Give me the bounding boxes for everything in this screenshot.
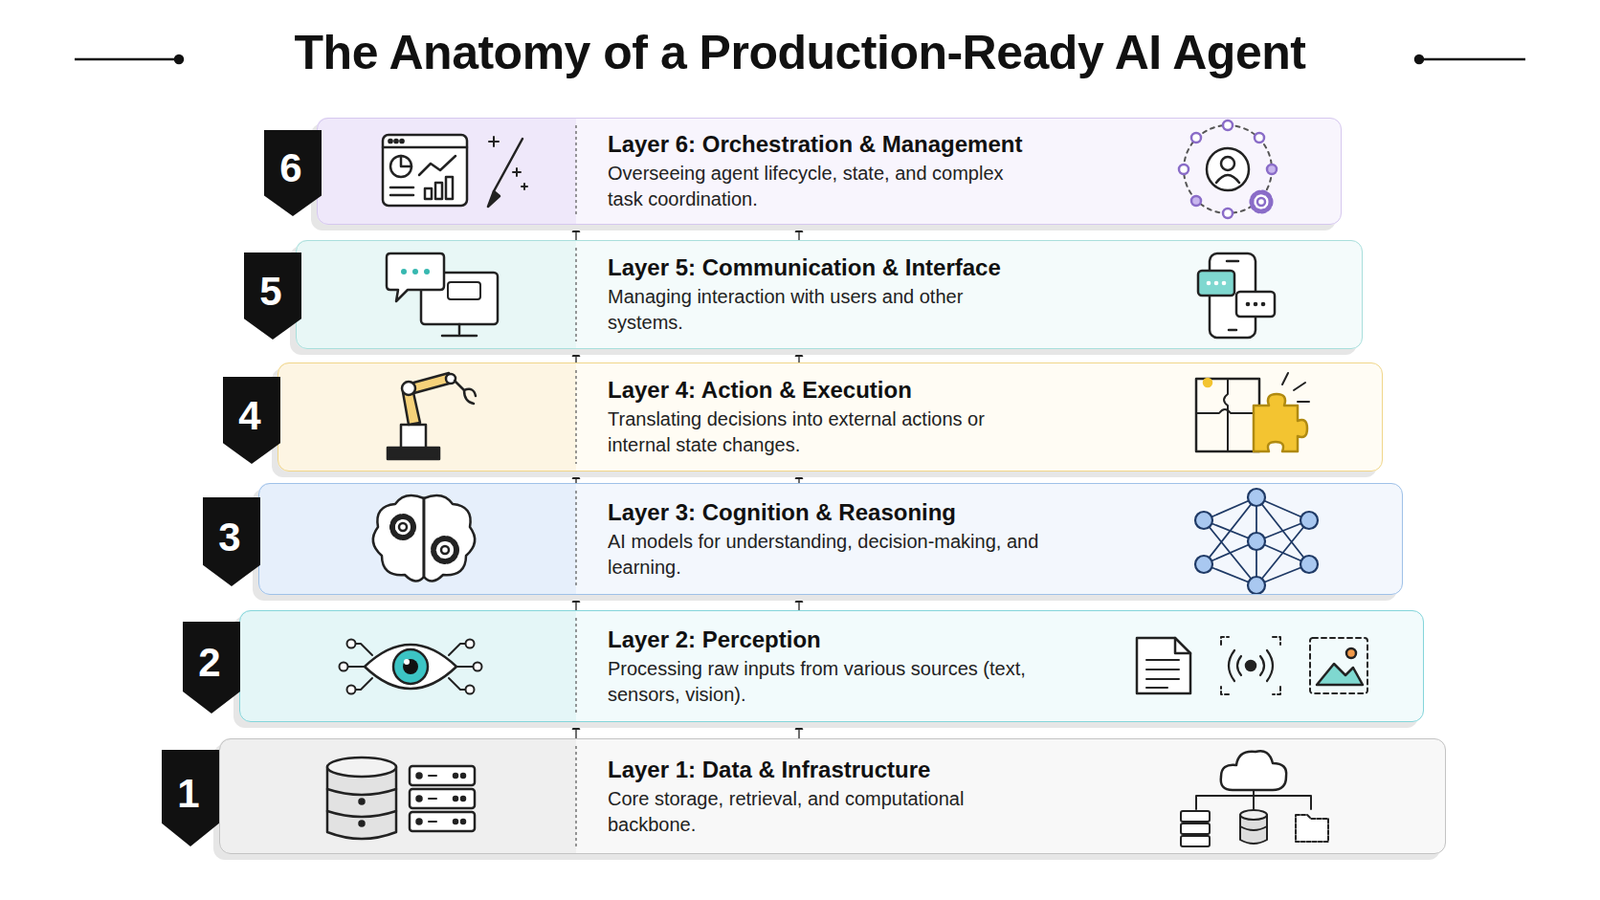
brush-icon: [488, 136, 528, 207]
band-divider: [575, 247, 577, 342]
image-icon: [1310, 638, 1368, 694]
band-tint: [239, 610, 577, 723]
layer-arrow: [798, 224, 800, 241]
phone-chat-icon: [1198, 253, 1275, 338]
layer-arrow: [575, 595, 577, 611]
chat-monitor-icon: [386, 253, 498, 336]
database-icon: [327, 757, 397, 840]
band-divider: [575, 125, 577, 218]
layer-band: Layer 1: Data & InfrastructureCore stora…: [219, 738, 1446, 855]
document-icon: [1136, 638, 1191, 694]
band-divider: [575, 746, 577, 847]
neural-network-icon: [1195, 488, 1318, 595]
layer-arrow: [798, 349, 800, 363]
band-tint: [219, 738, 577, 855]
layer-heading: Layer 5: Communication & Interface: [607, 253, 1044, 283]
layer-number-badge: 3: [199, 497, 261, 587]
layer-number-badge: 6: [260, 130, 322, 217]
layer-heading: Layer 1: Data & Infrastructure: [607, 755, 1044, 785]
layer-text: Layer 1: Data & InfrastructureCore stora…: [607, 755, 1044, 839]
brain-icon: [373, 495, 475, 581]
badge-fill: [202, 497, 261, 587]
dashboard-icon: [382, 134, 467, 206]
cloud-network-icon: [1180, 751, 1329, 847]
layer-band: Layer 5: Communication & InterfaceManagi…: [295, 240, 1363, 350]
layer-description: Managing interaction with users and othe…: [607, 284, 1044, 336]
puzzle-icon: [1196, 373, 1310, 452]
signal-icon: [1221, 637, 1281, 695]
layer-text: Layer 2: PerceptionProcessing raw inputs…: [607, 625, 1044, 709]
band-fill: [258, 483, 1403, 596]
layer-heading: Layer 4: Action & Execution: [607, 376, 1044, 405]
layer-band: Layer 4: Action & ExecutionTranslating d…: [277, 362, 1383, 472]
layer-description: Overseeing agent lifecycle, state, and c…: [607, 160, 1044, 213]
badge-fill: [222, 377, 281, 465]
orchestration-icon: [1178, 120, 1277, 219]
badge-fill: [161, 750, 220, 847]
band-tint: [316, 117, 577, 225]
server-icon: [409, 766, 475, 832]
band-fills: [219, 117, 1446, 855]
band-tint: [295, 240, 577, 350]
layer-heading: Layer 2: Perception: [607, 625, 1044, 655]
layer-number: 1: [177, 771, 200, 818]
band-fill: [277, 362, 1383, 472]
band-fill: [219, 738, 1446, 855]
layer-heading: Layer 3: Cognition & Reasoning: [607, 498, 1044, 528]
layer-arrow: [575, 471, 577, 484]
layer-number-badge: 4: [219, 377, 281, 465]
layer-number: 6: [279, 145, 302, 192]
badge-fill: [182, 622, 241, 714]
layer-band: Layer 6: Orchestration & ManagementOvers…: [316, 117, 1342, 225]
layer-arrow: [798, 722, 800, 739]
band-tint: [277, 362, 577, 472]
layer-number-badge: 5: [240, 252, 302, 340]
diagram-title: The Anatomy of a Production-Ready AI Age…: [0, 24, 1600, 81]
band-tint: [258, 483, 577, 596]
layer-text: Layer 6: Orchestration & ManagementOvers…: [607, 130, 1044, 213]
layer-description: Translating decisions into external acti…: [607, 406, 1044, 459]
band-divider: [575, 618, 577, 715]
band-fill: [239, 610, 1424, 723]
layer-number: 3: [218, 514, 241, 561]
layer-arrow: [798, 595, 800, 611]
band-divider: [575, 490, 577, 588]
band-divider: [575, 370, 577, 465]
layer-number: 5: [259, 268, 282, 315]
layer-band: Layer 2: PerceptionProcessing raw inputs…: [239, 610, 1424, 723]
layer-number-badge: 1: [157, 750, 220, 847]
layer-band: Layer 3: Cognition & ReasoningAI models …: [258, 483, 1403, 596]
layer-description: AI models for understanding, decision-ma…: [607, 529, 1044, 581]
robot-arm-icon: [387, 373, 476, 460]
layer-text: Layer 3: Cognition & ReasoningAI models …: [607, 498, 1044, 581]
layer-number-badge: 2: [178, 622, 241, 714]
layer-description: Core storage, retrieval, and computation…: [607, 786, 1044, 839]
layer-text: Layer 5: Communication & InterfaceManagi…: [607, 253, 1044, 336]
layer-heading: Layer 6: Orchestration & Management: [607, 130, 1044, 159]
badge-fill: [244, 252, 302, 340]
eye-icon: [339, 640, 483, 695]
layer-description: Processing raw inputs from various sourc…: [607, 656, 1044, 709]
layer-arrow: [798, 471, 800, 484]
layer-number: 4: [238, 393, 261, 440]
layer-number: 2: [198, 640, 221, 687]
layer-arrow: [575, 224, 577, 241]
badge-fill: [264, 130, 322, 217]
band-fill: [316, 117, 1342, 225]
layer-text: Layer 4: Action & ExecutionTranslating d…: [607, 376, 1044, 459]
layer-arrow: [575, 722, 577, 739]
band-fill: [295, 240, 1363, 350]
layer-arrow: [575, 349, 577, 363]
